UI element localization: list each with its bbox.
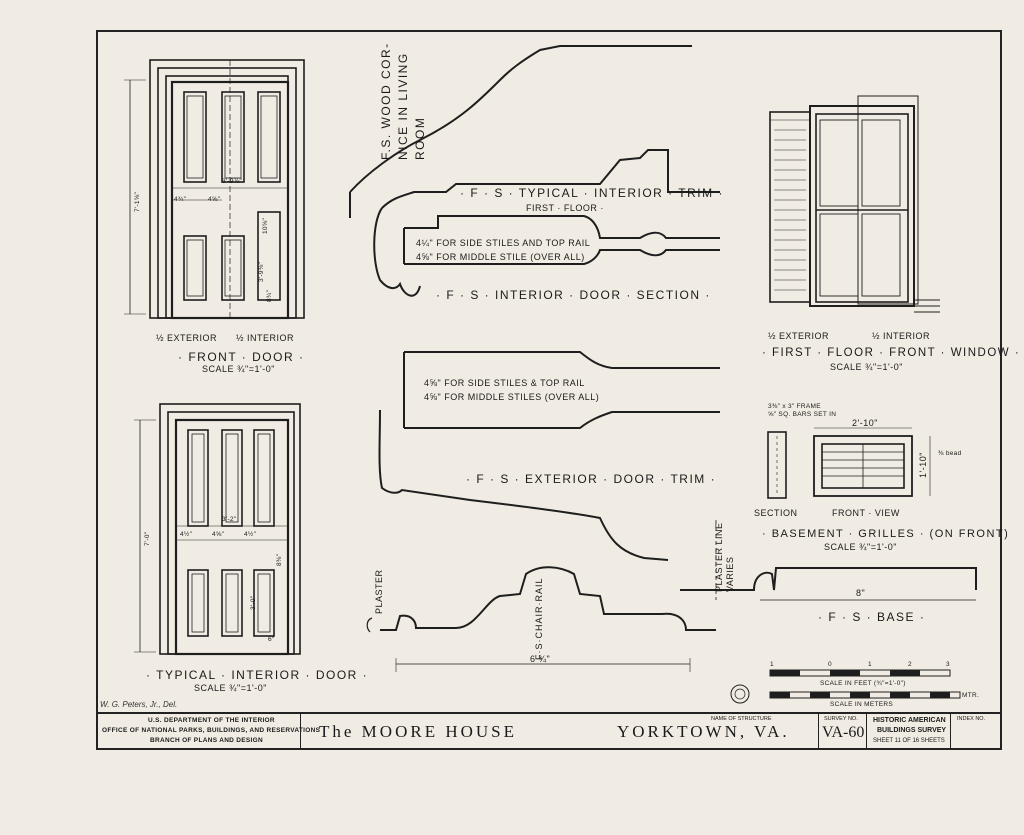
- cornice-profile: [349, 44, 692, 193]
- typical-trim-title: · F · S · TYPICAL · INTERIOR · TRIM ·: [460, 186, 724, 200]
- cornice-note-line: ROOM: [413, 116, 427, 160]
- front-door-title: · FRONT · DOOR ·: [178, 350, 305, 364]
- feet-tick: 1: [868, 661, 872, 668]
- door-section-title: · F · S · INTERIOR · DOOR · SECTION ·: [436, 288, 711, 302]
- interior-door-scale: SCALE ¾"=1'-0": [194, 683, 267, 693]
- grilles-frame-note: 3⅜" x 3" FRAME: [768, 403, 821, 410]
- interior-door-rail-dim: 8⅜": [276, 553, 283, 566]
- feet-scale-label: SCALE IN FEET (¾"=1'-0"): [820, 680, 906, 687]
- exterior-door-trim: [404, 351, 720, 369]
- basement-grilles: [767, 427, 931, 499]
- front-door-bottom-dim: 8¾": [266, 289, 273, 302]
- interior-door-width-dim: 3'-2": [222, 516, 237, 523]
- interior-door-elevation: [134, 403, 301, 656]
- exterior-trim-note: 4⅝" FOR MIDDLE STILES (OVER ALL): [424, 392, 600, 402]
- feet-tick: 3: [946, 661, 950, 668]
- front-door-stile-dim: 4⅝": [208, 196, 221, 203]
- typical-trim-subtitle: FIRST · FLOOR ·: [526, 203, 604, 213]
- plaster-label: PLASTER: [374, 569, 384, 614]
- front-door-interior-label: ½ INTERIOR: [236, 333, 295, 343]
- interior-door-panel-dim: 3'-0": [250, 595, 257, 610]
- base-profile: [680, 567, 977, 591]
- structure-cell: NAME OF STRUCTURE The MOORE HOUSE YORKTO…: [300, 714, 818, 750]
- agency-line: OFFICE OF NATIONAL PARKS, BUILDINGS, AND…: [102, 727, 321, 734]
- cornice-note-line: F.S. WOOD COR-: [379, 42, 393, 160]
- agency-line: U.S. DEPARTMENT OF THE INTERIOR: [148, 717, 275, 724]
- exterior-trim-title: · F · S · EXTERIOR · DOOR · TRIM ·: [466, 472, 717, 486]
- window-exterior-label: ½ EXTERIOR: [768, 331, 830, 341]
- typical-trim-profile: [381, 149, 720, 209]
- interior-door-height-dim: 7'-0": [144, 531, 151, 546]
- habs-line: BUILDINGS SURVEY: [877, 727, 947, 734]
- grilles-width-dim: 2'-10": [852, 418, 878, 428]
- plaster-line-text: PLASTER LINE: [714, 522, 724, 592]
- feet-tick: 2: [908, 661, 912, 668]
- structure-name-label: NAME OF STRUCTURE: [711, 716, 772, 722]
- interior-door-stile-dim: 4⅝": [212, 531, 225, 538]
- feet-tick: 1: [770, 661, 774, 668]
- chair-rail-label: F·S·CHAIR·RAIL: [534, 577, 544, 660]
- grilles-height-dim: 1'-10": [918, 452, 928, 478]
- front-door-rail-dim: 10⅝": [262, 217, 269, 234]
- plaster-line-note: PLASTER LINE VARIES: [714, 522, 736, 592]
- interior-door-bottom-dim: 6": [268, 636, 275, 643]
- front-door-elevation: [124, 59, 305, 320]
- window-scale: SCALE ¾"=1'-0": [830, 362, 903, 372]
- interior-door-title: · TYPICAL · INTERIOR · DOOR ·: [146, 668, 369, 682]
- grilles-title: · BASEMENT · GRILLES · (ON FRONT): [762, 528, 1010, 540]
- meter-scale-label: SCALE IN METERS: [830, 701, 894, 708]
- delineator-credit: W. G. Peters, Jr., Del.: [100, 700, 178, 709]
- title-block: U.S. DEPARTMENT OF THE INTERIOR OFFICE O…: [96, 712, 1002, 750]
- drawing-sheet-border: [96, 30, 1002, 750]
- survey-cell: SURVEY NO. VA-60: [818, 714, 866, 750]
- interior-door-stile-dim: 4½": [180, 531, 193, 538]
- index-label: INDEX NO.: [957, 716, 986, 722]
- chair-rail-profile: [380, 566, 716, 631]
- meter-unit: MTR.: [962, 692, 980, 699]
- window-interior-label: ½ INTERIOR: [872, 331, 931, 341]
- exterior-trim-note: 4⅝" FOR SIDE STILES & TOP RAIL: [424, 378, 585, 388]
- survey-label: SURVEY NO.: [824, 716, 858, 722]
- plaster-line-text: VARIES: [725, 556, 735, 592]
- door-section-note: 4¼" FOR SIDE STILES AND TOP RAIL: [416, 238, 591, 248]
- structure-name: The MOORE HOUSE: [319, 722, 517, 741]
- front-door-panel-dim: 3'-9⅜": [258, 261, 265, 282]
- cornice-note-line: NICE IN LIVING: [396, 52, 410, 160]
- front-door-stile-dim: 4¾": [174, 196, 187, 203]
- grilles-scale: SCALE ¾"=1'-0": [824, 542, 897, 552]
- index-cell: INDEX NO.: [950, 714, 1000, 750]
- grilles-front-view-label: FRONT · VIEW: [832, 508, 900, 518]
- interior-door-stile-dim: 4½": [244, 531, 257, 538]
- feet-tick: 0: [828, 661, 832, 668]
- interior-door-section: [404, 215, 720, 239]
- habs-line: HISTORIC AMERICAN: [873, 717, 946, 724]
- agency-line: BRANCH OF PLANS AND DESIGN: [150, 737, 264, 744]
- window-title: · FIRST · FLOOR · FRONT · WINDOW ·: [762, 347, 1021, 359]
- sheet-number: SHEET 11 OF 16 SHEETS: [873, 738, 945, 744]
- front-door-width-dim: 3'-9⅞": [222, 178, 243, 185]
- grilles-bead-note: ⅜ bead: [938, 450, 962, 457]
- base-title: · F · S · BASE ·: [818, 610, 926, 624]
- cornice-note: F.S. WOOD COR- NICE IN LIVING ROOM: [378, 42, 429, 160]
- front-door-scale: SCALE ¾"=1'-0": [202, 364, 275, 374]
- front-window-elevation: [769, 95, 940, 313]
- survey-number: VA-60: [822, 724, 865, 741]
- grilles-section-label: SECTION: [754, 508, 798, 518]
- door-section-note: 4⅝" FOR MIDDLE STILE (OVER ALL): [416, 252, 585, 262]
- front-door-exterior-label: ½ EXTERIOR: [156, 333, 218, 343]
- structure-location: YORKTOWN, VA.: [617, 722, 790, 741]
- base-dim: 8": [856, 588, 866, 598]
- chair-rail-dim: 6 ¾": [530, 654, 551, 664]
- habs-cell: HISTORIC AMERICAN BUILDINGS SURVEY SHEET…: [866, 714, 950, 750]
- scale-bars: [730, 669, 961, 704]
- grilles-bars-note: ⅝" SQ. BARS SET IN: [768, 411, 837, 418]
- front-door-height-dim: 7'-1⅝": [134, 191, 141, 212]
